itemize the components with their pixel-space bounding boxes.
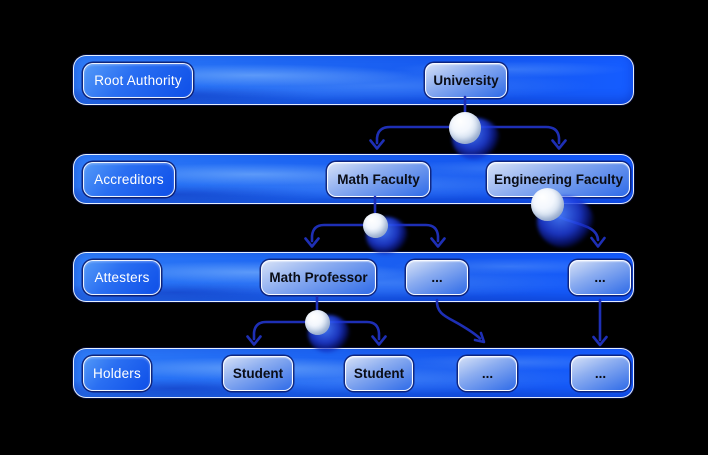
arrowhead-icon <box>371 335 387 346</box>
arrowhead-icon <box>590 236 606 248</box>
arrowhead-icon <box>369 139 385 150</box>
sphere-orb-icon-engineering-faculty <box>531 188 564 221</box>
arrowhead-icon <box>246 335 262 346</box>
tier-bar-attesters: Attesters Math Professor ... ... <box>73 252 634 302</box>
node-student-1: Student <box>223 356 293 391</box>
tier-label-root-authority: Root Authority <box>83 63 193 98</box>
arrowhead-icon <box>473 331 486 344</box>
tier-label-attesters: Attesters <box>83 260 161 295</box>
arrowhead-icon <box>592 335 608 347</box>
sphere-orb-icon-university <box>449 112 481 144</box>
node-math-faculty: Math Faculty <box>327 162 430 197</box>
sphere-orb-icon-math-faculty <box>363 213 388 238</box>
arrow-attester-2-to-holder-3 <box>435 298 482 340</box>
arrowhead-icon <box>551 139 567 150</box>
node-holder-ellipsis-1: ... <box>458 356 517 391</box>
tier-label-holders: Holders <box>83 356 151 391</box>
tier-bar-root-authority: Root Authority University <box>73 55 634 105</box>
node-attester-ellipsis-2: ... <box>569 260 631 295</box>
node-holder-ellipsis-2: ... <box>571 356 630 391</box>
arrowhead-icon <box>430 237 446 248</box>
tier-bar-accreditors: Accreditors Math Faculty Engineering Fac… <box>73 154 634 204</box>
node-math-professor: Math Professor <box>261 260 376 295</box>
sphere-orb-icon-math-professor <box>305 310 330 335</box>
arrowhead-icon <box>304 237 320 248</box>
node-attester-ellipsis-1: ... <box>406 260 468 295</box>
node-student-2: Student <box>345 356 413 391</box>
node-university: University <box>425 63 507 98</box>
tier-label-accreditors: Accreditors <box>83 162 175 197</box>
tier-bar-holders: Holders Student Student ... ... <box>73 348 634 398</box>
